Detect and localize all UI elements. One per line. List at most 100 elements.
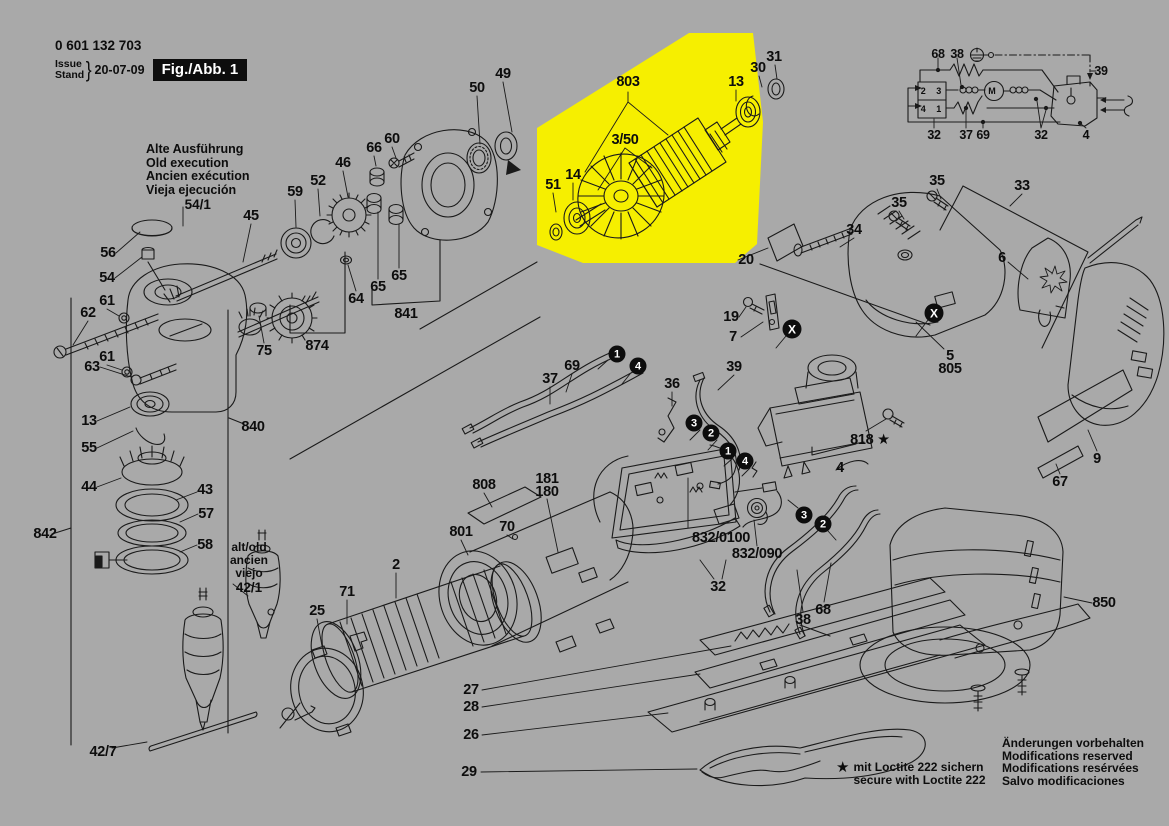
callout-number-2: 2 <box>702 424 720 442</box>
part-label-70: 70 <box>499 519 515 535</box>
part-label-64: 64 <box>348 291 364 307</box>
note-line: secure with Loctite 222 <box>853 773 986 787</box>
part-label-56: 56 <box>100 245 116 261</box>
part-label-42-7: 42/7 <box>89 744 117 760</box>
part-label-61: 61 <box>99 349 115 365</box>
part-label-55: 55 <box>81 440 97 456</box>
part-label-45: 45 <box>243 208 259 224</box>
part-label-818-: 818 ★ <box>850 432 890 448</box>
part-label-874: 874 <box>305 338 329 354</box>
part-label-181: 181 <box>535 471 559 487</box>
note-line: ancien <box>229 553 269 567</box>
part-label-46: 46 <box>335 155 351 171</box>
note-line: mit Loctite 222 sichern <box>853 760 984 774</box>
note-line: Vieja ejecución <box>146 182 237 197</box>
note-line: Old execution <box>146 155 229 170</box>
part-label-57: 57 <box>198 506 214 522</box>
part-label-66: 66 <box>366 140 382 156</box>
old-execution-ref: 54/1 <box>184 197 211 212</box>
part-label-43: 43 <box>197 482 213 498</box>
part-label-27: 27 <box>463 682 479 698</box>
callout-number-1: 1 <box>719 442 737 460</box>
part-label-26: 26 <box>463 727 479 743</box>
part-label-832-090: 832/090 <box>731 546 783 562</box>
part-label-801: 801 <box>449 524 473 540</box>
part-label-63: 63 <box>84 359 100 375</box>
brace-glyph: } <box>85 57 92 82</box>
stand-label: Stand <box>55 69 85 81</box>
issue-label: Issue <box>55 58 82 70</box>
header: 0 601 132 703 Issue Stand } 20-07-09 Fig… <box>55 38 248 83</box>
callout-number-1: 1 <box>608 345 626 363</box>
part-label-35: 35 <box>929 173 945 189</box>
alt-old-ref: 42/1 <box>235 580 263 595</box>
wiring-pin-41: 4 1 <box>920 104 946 114</box>
figure-label: Fig./Abb. 1 <box>152 59 248 81</box>
part-label-25: 25 <box>309 603 325 619</box>
note-line: Salvo modificaciones <box>1002 774 1125 789</box>
callout-number-4: 4 <box>629 357 647 375</box>
part-label-36: 36 <box>664 376 680 392</box>
part-label-33: 33 <box>1014 178 1030 194</box>
note-line: Modifications resérvées <box>1002 761 1139 776</box>
part-label-805: 805 <box>938 361 962 377</box>
part-label-4: 4 <box>836 460 844 476</box>
x-mark: X <box>782 319 802 339</box>
note-line: viejo <box>235 566 263 580</box>
note-line: Änderungen vorbehalten <box>1002 736 1145 750</box>
x-mark: X <box>924 303 944 323</box>
part-label-39: 39 <box>726 359 742 375</box>
part-label-2: 2 <box>392 557 400 573</box>
wiring-label-69: 69 <box>976 128 990 142</box>
part-label-50: 50 <box>469 80 485 96</box>
part-label-69: 69 <box>564 358 580 374</box>
wiring-pin-M: M <box>988 86 1000 96</box>
part-label-803: 803 <box>616 74 640 90</box>
issue-date: 20-07-09 <box>94 63 145 77</box>
part-label-51: 51 <box>545 177 561 193</box>
part-label-32: 32 <box>710 579 726 595</box>
part-label-65: 65 <box>370 279 386 295</box>
part-label-58: 58 <box>197 537 213 553</box>
part-label-37: 37 <box>542 371 558 387</box>
note-line: Modifications reserved <box>1002 748 1133 763</box>
part-label-7: 7 <box>729 329 737 345</box>
part-label-62: 62 <box>80 305 96 321</box>
part-label-68: 68 <box>815 602 831 618</box>
wiring-label-37: 37 <box>959 128 973 142</box>
part-label-850: 850 <box>1092 595 1116 611</box>
part-label-75: 75 <box>256 343 272 359</box>
note-line: alt/old <box>231 540 267 554</box>
part-label-35: 35 <box>891 195 907 211</box>
part-label-65: 65 <box>391 268 407 284</box>
part-label-71: 71 <box>339 584 355 600</box>
part-label-28: 28 <box>463 699 479 715</box>
part-label-14: 14 <box>565 167 581 183</box>
part-label-52: 52 <box>310 173 326 189</box>
callout-number-2: 2 <box>814 515 832 533</box>
part-label-840: 840 <box>241 419 265 435</box>
part-label-49: 49 <box>495 66 511 82</box>
part-label-61: 61 <box>99 293 115 309</box>
wiring-label-68: 68 <box>931 47 945 61</box>
star-icon: ★ <box>836 759 850 776</box>
wiring-label-32: 32 <box>927 128 941 142</box>
callout-number-3: 3 <box>795 506 813 524</box>
wiring-label-4: 4 <box>1082 128 1090 142</box>
part-label-13: 13 <box>81 413 97 429</box>
callout-number-4: 4 <box>736 452 754 470</box>
wiring-label-39: 39 <box>1094 64 1108 78</box>
part-label-38: 38 <box>795 612 811 628</box>
wiring-pin-23: 2 3 <box>920 86 946 96</box>
note-line: Alte Ausführung <box>146 142 244 156</box>
part-label-5: 5 <box>946 348 954 364</box>
document-number: 0 601 132 703 <box>55 38 142 53</box>
part-label-30: 30 <box>750 60 766 76</box>
part-label-31: 31 <box>766 49 782 65</box>
part-label-9: 9 <box>1093 451 1101 467</box>
